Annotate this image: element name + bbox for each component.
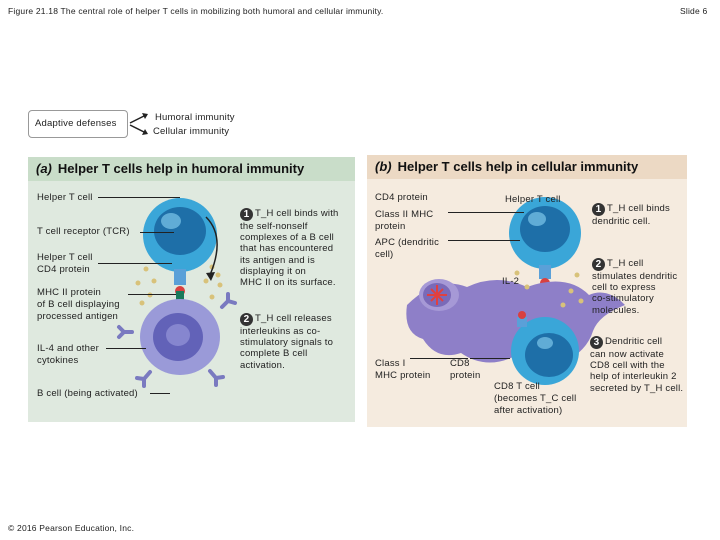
label-b-cell: B cell (being activated) (37, 388, 138, 399)
copyright: © 2016 Pearson Education, Inc. (8, 523, 135, 533)
panel-b-title: Helper T cells help in cellular immunity (397, 159, 639, 174)
b-label-cd8-protein: CD8 protein (450, 358, 481, 381)
label-tcr: T cell receptor (TCR) (37, 226, 130, 237)
label-cd4-protein: Helper T cell CD4 protein (37, 252, 93, 275)
b-label-helper-t-cell: Helper T cell (505, 194, 561, 205)
label-il4-cytokines: IL-4 and other cytokines (37, 343, 99, 366)
panel-b-illustration (406, 197, 625, 385)
b-label-cd8-t-cell: CD8 T cell (becomes T_C cell after activ… (494, 381, 577, 416)
cellular-immunity-label: Cellular immunity (153, 126, 230, 137)
tcr-receptor (174, 269, 186, 285)
b-label-class1-mhc: Class I MHC protein (375, 358, 431, 381)
dendritic-activation-icon (427, 285, 447, 305)
branch-arrows-icon (129, 113, 148, 135)
signal-arrow-icon (205, 216, 218, 276)
panel-a-letter: (a) (36, 161, 52, 176)
humoral-immunity-label: Humoral immunity (155, 112, 235, 123)
panel-b-header: (b) Helper T cells help in cellular immun… (367, 155, 687, 179)
adaptive-defenses-box: Adaptive defenses (28, 110, 128, 138)
b-label-il2: IL-2 (502, 276, 520, 287)
adaptive-defenses-label: Adaptive defenses (35, 118, 117, 129)
label-mhc2-protein: MHC II protein of B cell displaying proc… (37, 287, 120, 322)
panel-a-illustration (117, 198, 237, 388)
slide-number: Slide 6 (680, 6, 708, 16)
panel-a-header: (a) Helper T cells help in humoral immuni… (28, 157, 355, 181)
panel-a-title: Helper T cells help in humoral immunity (57, 161, 305, 176)
figure-title: Figure 21.18 The central role of helper … (8, 6, 384, 16)
b-label-cd4-protein: CD4 protein (375, 192, 428, 203)
mhc2-protein (176, 291, 184, 303)
b-label-class2-mhc: Class II MHC protein (375, 209, 434, 232)
label-helper-t-cell: Helper T cell (37, 192, 93, 203)
b-label-apc: APC (dendritic cell) (375, 237, 440, 260)
helper-t-cell-nucleus (154, 207, 206, 255)
panel-b-letter: (b) (375, 159, 392, 174)
